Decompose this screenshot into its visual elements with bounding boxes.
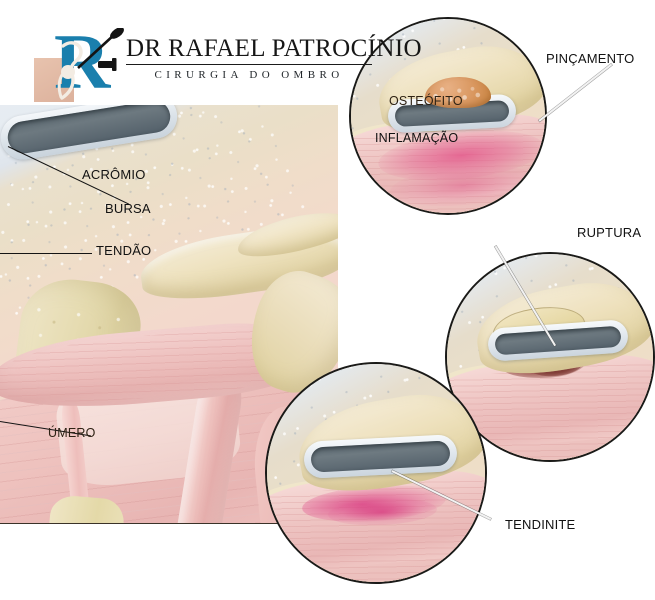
logo-text-block: DR RAFAEL PATROCÍNIO CIRURGIA DO OMBRO — [126, 35, 423, 81]
callout-circle-impingement: OSTEÓFITO INFLAMAÇÃO — [349, 17, 547, 215]
label-acromio: ACRÔMIO — [82, 167, 146, 182]
label-ruptura: RUPTURA — [577, 225, 642, 240]
label-inflamacao: INFLAMAÇÃO — [375, 131, 459, 145]
practice-logo[interactable]: R DR RAFAEL PATROCÍNIO CIRURGIA DO OMBRO — [34, 23, 423, 106]
leader-line-pincamento — [538, 63, 612, 122]
label-pincamento: PINÇAMENTO — [546, 51, 635, 66]
leader-line-tendao — [0, 253, 92, 255]
practice-tagline: CIRURGIA DO OMBRO — [154, 69, 344, 82]
osteophyte-spur — [424, 77, 491, 109]
practice-name: DR RAFAEL PATROCÍNIO — [126, 35, 423, 62]
logo-patient-figure-icon — [57, 41, 83, 100]
label-osteofito: OSTEÓFITO — [389, 94, 463, 108]
label-tendao: TENDÃO — [96, 243, 152, 258]
logo-divider — [126, 64, 372, 66]
label-umero: ÚMERO — [48, 426, 96, 440]
callout-circle-rupture — [445, 252, 655, 462]
logo-mark-icon: R — [34, 23, 124, 104]
logo-crutch-icon — [77, 28, 124, 71]
callout-circle-tendinitis — [265, 362, 487, 584]
label-bursa: BURSA — [105, 201, 151, 216]
label-tendinite: TENDINITE — [505, 517, 576, 532]
